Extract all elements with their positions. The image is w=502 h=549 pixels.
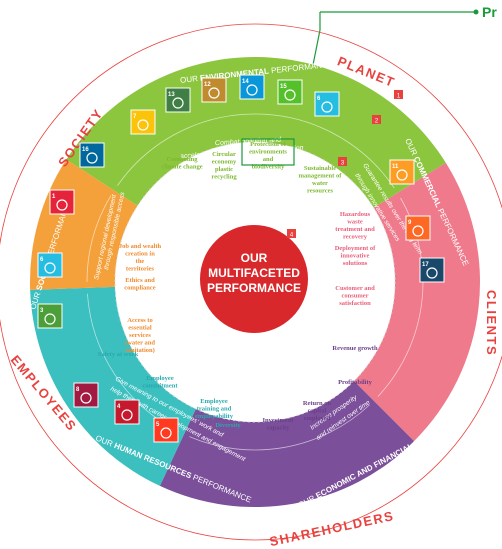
human-item-4: Diversity (215, 422, 241, 429)
social-sdg-number-4: 3 (40, 308, 44, 314)
social-band-line (86, 195, 112, 283)
center-line2: MULTIFACETED (208, 266, 300, 280)
environmental-sdg-icon-1: 7 (130, 109, 156, 135)
environmental-sdg-icon-6: 6 (314, 91, 340, 117)
marker-3: 3 (338, 157, 347, 167)
highlight-box (241, 138, 295, 166)
environmental-sdg-number-4: 14 (242, 79, 249, 85)
marker-1: 1 (394, 90, 403, 100)
inner-dashed-ring (114, 141, 396, 423)
commercial-segment (353, 162, 481, 442)
center-line3: PERFORMANCE (207, 281, 301, 295)
environmental-sdg-icon-5: 15 (277, 79, 303, 105)
svg-text:2: 2 (375, 119, 379, 125)
environmental-band-line (117, 113, 395, 189)
outer-ring (0, 23, 502, 541)
economic-item-2: Profitability (338, 379, 373, 386)
outer-label-shareholders: SHAREHOLDERS (268, 508, 395, 549)
human-sdg-icon-1: 8 (73, 382, 99, 408)
commercial-sdg-number-1: 11 (392, 164, 399, 170)
environmental-sdg-icon-2: 13 (165, 87, 191, 113)
economic-band-line (189, 404, 370, 451)
svg-text:3: 3 (341, 161, 345, 167)
svg-text:1: 1 (397, 94, 401, 100)
social-sdg-icon-4: 3 (37, 303, 63, 329)
callout-label: Pr (482, 4, 497, 20)
commercial-sdg-number-3: 17 (422, 262, 429, 268)
social-sdg-number-3: 6 (40, 257, 44, 263)
center-circle (200, 225, 308, 333)
environmental-sdg-icon-4: 14 (239, 74, 265, 100)
marker-4: 4 (287, 229, 296, 239)
environmental-sdg-number-3: 12 (204, 82, 211, 88)
human-sdg-icon-3: 5 (153, 417, 179, 443)
economic-item-1: Revenue growth (332, 345, 378, 352)
social-sdg-number-2: 1 (52, 194, 56, 200)
environmental-sdg-number-2: 13 (168, 92, 175, 98)
economic-segment (159, 380, 415, 507)
marker-2: 2 (372, 115, 381, 125)
environmental-segment (66, 56, 446, 208)
social-sdg-icon-2: 1 (49, 189, 75, 215)
commercial-sdg-number-2: 9 (408, 220, 412, 226)
outer-label-clients: CLIENTS (484, 290, 499, 356)
environmental-sdg-number-5: 15 (280, 84, 287, 90)
commercial-sdg-icon-1: 11 (389, 159, 415, 185)
callout-dot (473, 9, 479, 15)
human-sdg-number-1: 8 (76, 387, 80, 393)
social-sdg-icon-3: 6 (37, 252, 63, 278)
human-sdg-number-2: 4 (117, 404, 121, 410)
environmental-sdg-number-1: 7 (133, 114, 137, 120)
human-item-1: Safety at work (98, 351, 139, 358)
commercial-sdg-icon-3: 17 (419, 257, 445, 283)
human-sdg-number-3: 5 (156, 422, 160, 428)
environmental-sdg-icon-3: 12 (201, 77, 227, 103)
center-line1: OUR (241, 251, 268, 265)
social-sdg-number-1: 16 (82, 147, 89, 153)
svg-text:4: 4 (290, 233, 294, 239)
social-sdg-icon-1: 16 (79, 142, 105, 168)
commercial-sdg-icon-2: 9 (405, 215, 431, 241)
human-sdg-icon-2: 4 (114, 399, 140, 425)
environmental-sdg-number-6: 6 (317, 96, 321, 102)
environmental-band-text-1: Combat pollution and (215, 137, 283, 148)
